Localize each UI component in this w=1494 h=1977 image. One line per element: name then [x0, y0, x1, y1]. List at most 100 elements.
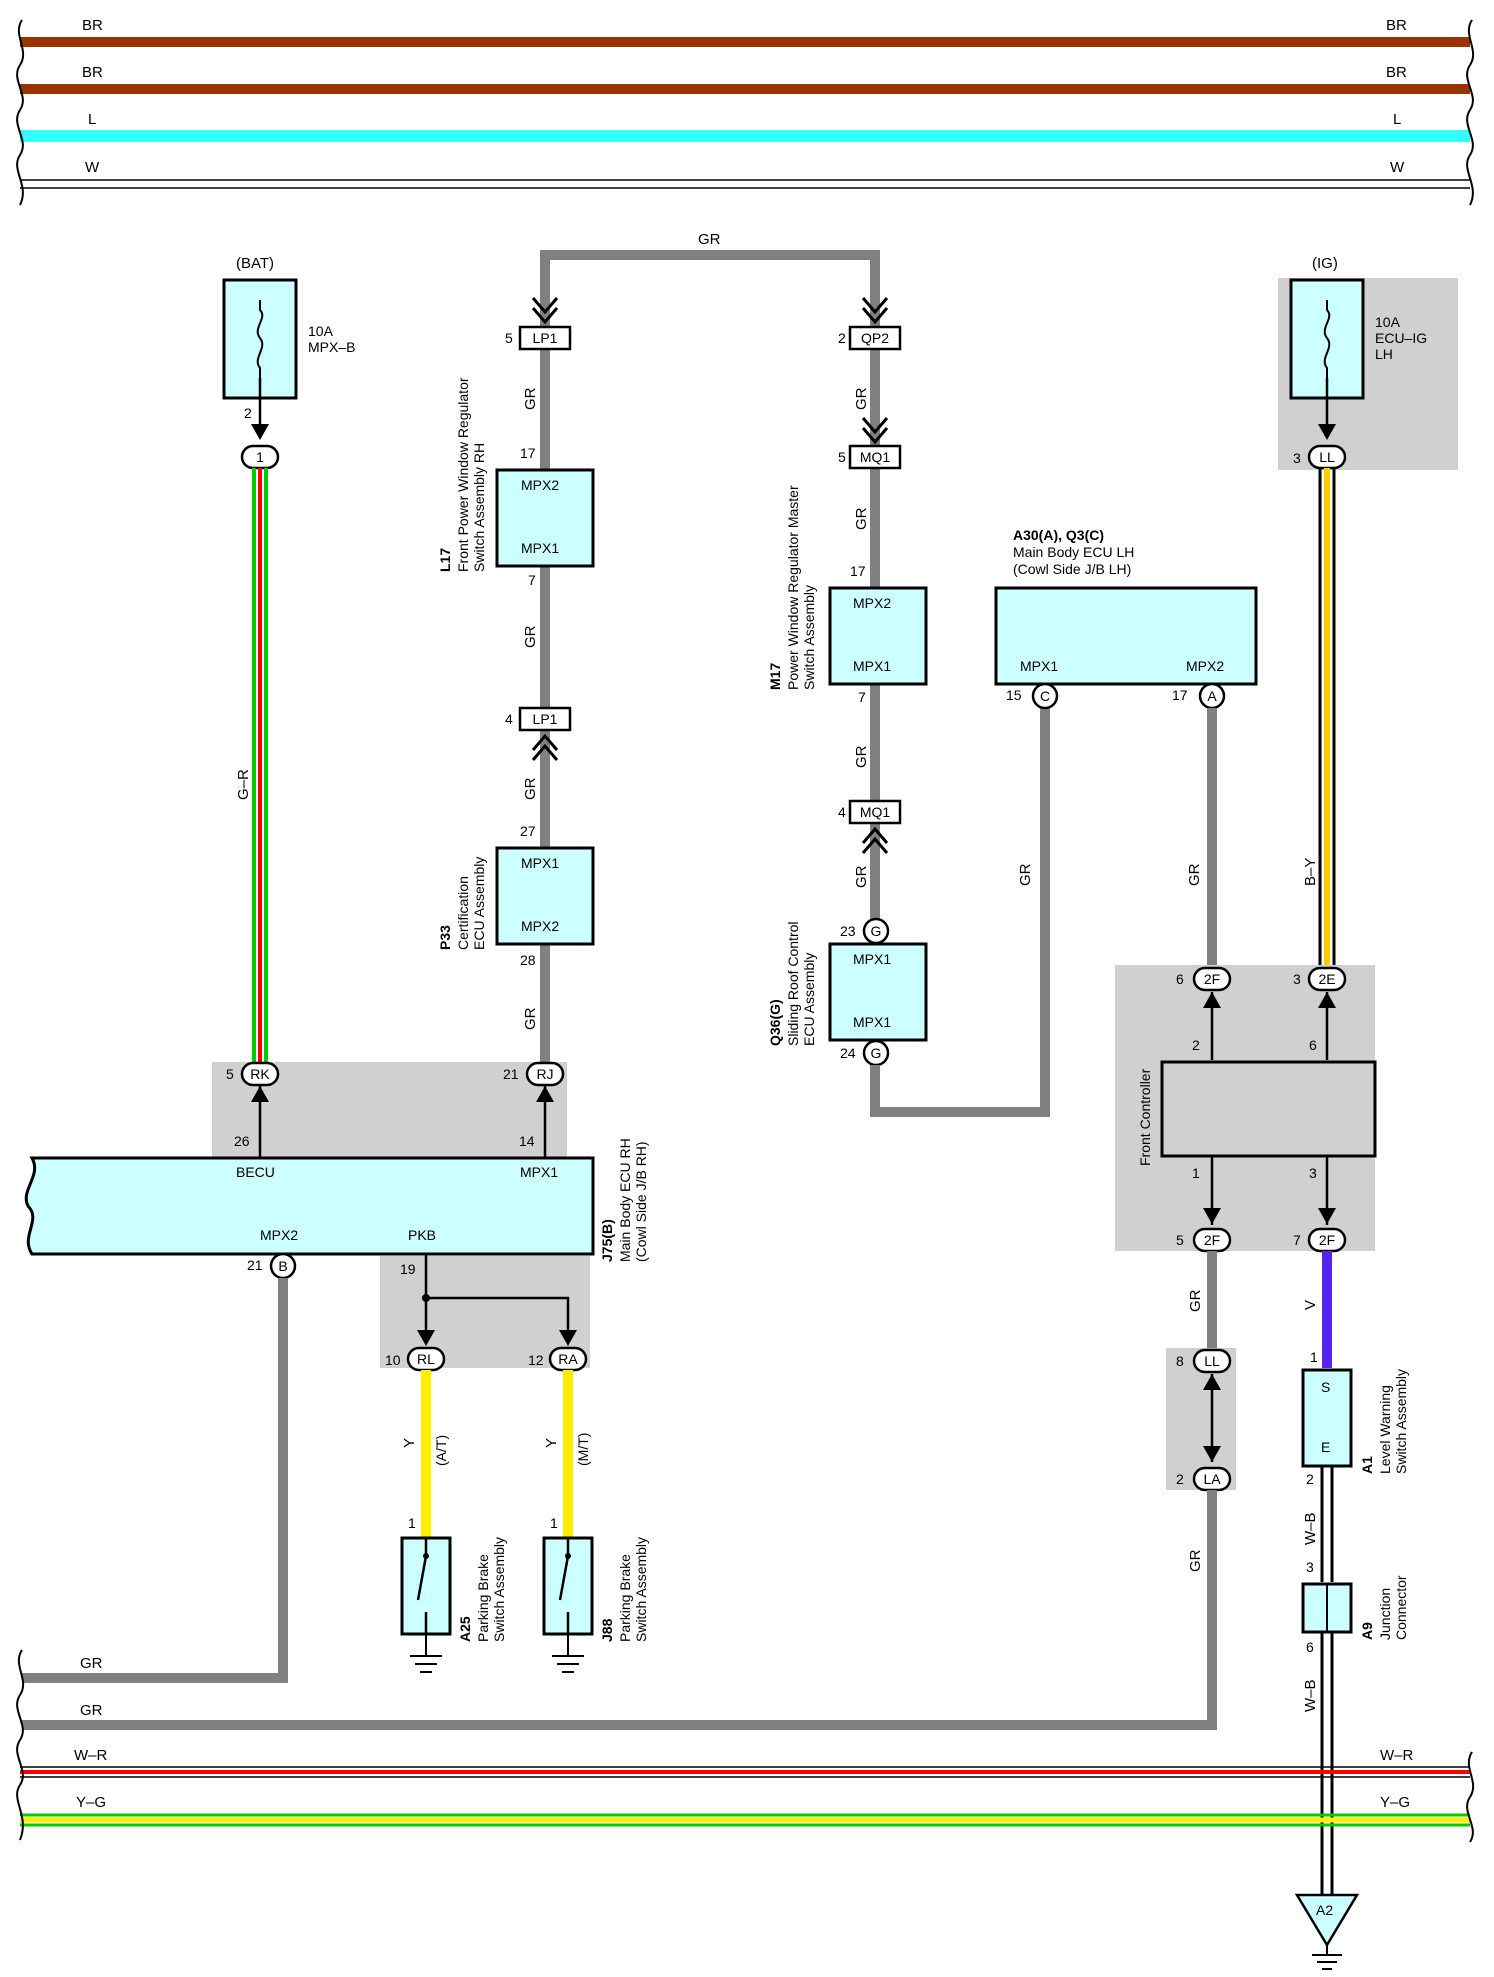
bus-break-right-bottom: [1466, 1751, 1475, 1843]
j75-pin-mpx1: MPX1: [520, 1164, 558, 1180]
m17-pin-mpx2: MPX2: [853, 595, 891, 611]
wire-label-y-a25: Y: [401, 1438, 418, 1448]
a1-pin-e: E: [1321, 1439, 1330, 1455]
pin-a30-15: 15: [1006, 687, 1022, 703]
connector-qp2: [848, 325, 902, 351]
bus-label-br-2-left: BR: [82, 64, 103, 81]
l17-name-2: Switch Assembly RH: [471, 443, 487, 572]
connector-mq1-bottom-label: MQ1: [860, 804, 891, 820]
a9-name-1: Junction: [1377, 1588, 1393, 1640]
pin-qp2-2: 2: [838, 330, 846, 346]
wire-label-gr-a30-a: GR: [1186, 863, 1203, 886]
pin-m17-7: 7: [858, 689, 866, 705]
pin-rj-21: 21: [503, 1066, 519, 1082]
arrow-up-icon-ll: [1203, 1374, 1221, 1390]
ll-la-group: GR 8 LL 2 LA GR: [1166, 1251, 1236, 1725]
arrow-down-icon-fc-1: [1203, 1208, 1221, 1224]
p33-pin-mpx1: MPX1: [521, 855, 559, 871]
connector-rj-label: RJ: [536, 1066, 553, 1082]
bus-label-l-right: L: [1393, 111, 1401, 128]
wire-gr-q36-return: [870, 700, 1050, 1117]
wire-label-gr-p33-a: GR: [522, 777, 539, 800]
wire-gr-j75-b: [22, 1278, 288, 1683]
wire-label-gr-la-down: GR: [1187, 1549, 1204, 1572]
double-chevron-icon: [531, 297, 559, 325]
bus-label-l-left: L: [88, 111, 96, 128]
pin-fc-6: 6: [1309, 1037, 1317, 1053]
wire-label-gr-m17-b: GR: [853, 507, 870, 530]
a25-name-1: Parking Brake: [475, 1554, 491, 1642]
bus-label-gr-1: GR: [80, 1655, 103, 1672]
pin-2e-3: 3: [1293, 971, 1301, 987]
pin-2f-5: 5: [1176, 1232, 1184, 1248]
pin-l17-17: 17: [520, 445, 536, 461]
wire-label-gr-a30-c: GR: [1017, 863, 1034, 886]
bus-label-w-r-left: W–R: [74, 1747, 108, 1764]
connector-2e-label: 2E: [1318, 971, 1335, 987]
connector-la-label: LA: [1203, 1471, 1221, 1487]
pin-p33-27: 27: [520, 823, 536, 839]
a25-id: A25: [457, 1616, 473, 1642]
arrow-down-icon-la: [1203, 1446, 1221, 1462]
p33-id: P33: [437, 925, 453, 950]
wire-label-gr-fc-down: GR: [1187, 1289, 1204, 1312]
j75-pin-mpx2: MPX2: [260, 1227, 298, 1243]
p33-name-2: ECU Assembly: [471, 857, 487, 950]
bottom-bus-group: GR GR W–R W–R Y–G Y–G: [16, 1649, 1475, 1843]
bat-fuse-icon: [256, 300, 264, 378]
double-chevron-up-icon-mq1: [861, 826, 889, 854]
wire-label-gr-top: GR: [698, 231, 721, 248]
pin-2f-6: 6: [1176, 971, 1184, 987]
bus-label-gr-2: GR: [80, 1702, 103, 1719]
ground-icon-a25: [410, 1634, 442, 1673]
pin-j75-14: 14: [519, 1133, 535, 1149]
double-chevron-up-icon: [531, 733, 559, 761]
pin-mq1-5: 5: [838, 449, 846, 465]
bat-fuse-name: MPX–B: [308, 339, 355, 355]
pin-ra-12: 12: [528, 1352, 544, 1368]
j75-pin-becu: BECU: [236, 1164, 275, 1180]
j88-name-2: Switch Assembly: [633, 1537, 649, 1642]
connector-1-label: 1: [256, 449, 264, 465]
wire-label-v: V: [1302, 1300, 1319, 1310]
wire-label-y-j88: Y: [543, 1438, 560, 1448]
connector-g-bottom-label: G: [871, 1045, 882, 1061]
bus-break-left-bottom: [16, 1649, 25, 1841]
pin-j75-19: 19: [400, 1261, 416, 1277]
j75-pin-pkb: PKB: [408, 1227, 436, 1243]
q36-name-2: ECU Assembly: [801, 953, 817, 1046]
connector-ll-bottom-label: LL: [1204, 1353, 1220, 1369]
pin-a25-1: 1: [408, 1515, 416, 1531]
arrow-down-icon: [251, 424, 269, 440]
a2-id: A2: [1316, 1902, 1333, 1918]
j75-group: 5 RK 26 21 RJ 14 BECU MPX1 MPX2 PKB J75(…: [22, 1061, 649, 1683]
j75-id: J75(B): [599, 1219, 615, 1262]
bus-label-w-left: W: [85, 159, 100, 176]
j88-id: J88: [599, 1618, 615, 1642]
pin-j75-26: 26: [234, 1133, 250, 1149]
connector-lp1-bottom-label: LP1: [533, 711, 558, 727]
l17-pin-mpx2: MPX2: [521, 477, 559, 493]
a30-id: A30(A), Q3(C): [1013, 527, 1104, 543]
a30-name-1: Main Body ECU LH: [1013, 544, 1134, 560]
pin-fc-2: 2: [1192, 1037, 1200, 1053]
box-j75: [24, 1156, 595, 1256]
a25-name-2: Switch Assembly: [491, 1537, 507, 1642]
pin-m17-17: 17: [850, 563, 866, 579]
a1-name-2: Switch Assembly: [1393, 1369, 1409, 1474]
pin-lp1-4: 4: [505, 711, 513, 727]
wire-label-gr-p33-b: GR: [522, 1007, 539, 1030]
pin-fc-1: 1: [1192, 1165, 1200, 1181]
pin-p33-28: 28: [520, 952, 536, 968]
pin-j75-21: 21: [247, 1257, 263, 1273]
connector-rk: [240, 1061, 280, 1087]
box-a30: [994, 586, 1258, 686]
pin-q36-23: 23: [840, 923, 856, 939]
box-q36: [828, 942, 928, 1042]
arrow-down-icon-rl: [417, 1330, 435, 1346]
pin-rk-5: 5: [226, 1066, 234, 1082]
connector-mq1-top: [848, 444, 902, 470]
top-bus-group: BR BR BR BR L L W W: [16, 17, 1475, 206]
ground-icon-j88: [552, 1634, 584, 1673]
connector-a-label: A: [1207, 688, 1217, 704]
